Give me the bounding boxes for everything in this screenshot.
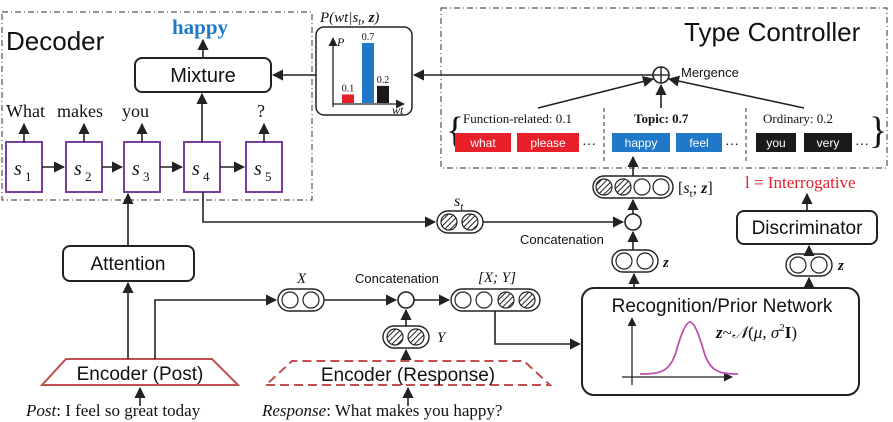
z-label-right: z — [837, 258, 844, 274]
output-word: happy — [172, 15, 229, 39]
xy-vector — [450, 288, 541, 312]
svg-text:feel: feel — [689, 136, 708, 150]
decoder-region — [1, 11, 313, 201]
st-vector — [436, 210, 484, 234]
svg-text:happy: happy — [625, 136, 658, 150]
z-vector-right — [785, 253, 833, 277]
gaussian-curve — [639, 321, 739, 375]
discriminator-label: Discriminator — [752, 218, 864, 239]
chip-happy: happy — [612, 133, 670, 152]
svg-text:you: you — [766, 136, 785, 150]
mixture-label: Mixture — [170, 65, 236, 87]
group-topic-title: Topic: 0.7 — [634, 111, 689, 126]
st-z-label: [st; z] — [678, 180, 713, 200]
dist-bar-1 — [342, 94, 354, 103]
dist-bar-label-1: 0.1 — [342, 83, 355, 94]
z-vector-left — [611, 249, 659, 273]
chip-very: very — [804, 133, 852, 152]
st-z-vector — [592, 175, 674, 199]
svg-text:please: please — [530, 136, 566, 150]
latent-label: z~𝒩(μ, σ2I) — [715, 322, 797, 342]
x-vector — [277, 288, 325, 312]
svg-text:···: ··· — [582, 135, 596, 151]
state-s4: s 4 — [183, 141, 221, 193]
svg-text:1: 1 — [25, 169, 32, 184]
encoder-response-label: Encoder (Response) — [321, 365, 495, 386]
mergence-label: Mergence — [681, 65, 739, 80]
y-label: Y — [437, 330, 447, 346]
word-question: ? — [257, 101, 265, 121]
svg-text:s: s — [14, 158, 22, 180]
group-function-title: Function-related: 0.1 — [463, 111, 572, 126]
z-label-left: z — [662, 255, 669, 271]
distribution-title: P(wt|st, z) — [319, 10, 379, 28]
type-controller-title: Type Controller — [684, 17, 861, 47]
xy-label: [X; Y] — [478, 270, 516, 286]
post-text: Post: I feel so great today — [25, 401, 201, 420]
svg-text:s: s — [192, 158, 200, 180]
dist-bar-3 — [377, 85, 389, 103]
recognition-label: Recognition/Prior Network — [612, 296, 833, 317]
svg-text:what: what — [469, 136, 496, 150]
group-ordinary-title: Ordinary: 0.2 — [763, 111, 833, 126]
chip-feel: feel — [676, 133, 722, 152]
concat-upper-label: Concatenation — [520, 232, 604, 247]
state-s1: s 1 — [5, 141, 43, 193]
word-makes: makes — [57, 101, 103, 121]
concat-node-lower — [397, 291, 415, 309]
svg-text:5: 5 — [265, 169, 272, 184]
word-what: What — [6, 101, 45, 121]
y-vector — [382, 325, 430, 349]
dist-bar-label-2: 0.7 — [362, 32, 375, 43]
state-s5: s 5 — [245, 141, 283, 193]
svg-text:}: } — [869, 110, 887, 152]
attention-label: Attention — [91, 254, 166, 275]
svg-text:3: 3 — [143, 169, 150, 184]
svg-text:···: ··· — [855, 135, 869, 151]
type-controller-region — [440, 7, 888, 169]
recognition-box — [581, 287, 860, 396]
dist-y-label: P — [336, 35, 345, 49]
encoder-post-label: Encoder (Post) — [77, 364, 204, 385]
st-label: st — [454, 193, 464, 213]
svg-text:4: 4 — [203, 169, 210, 184]
x-label: X — [296, 271, 307, 287]
interrogative-label: l = Interrogative — [745, 173, 856, 192]
dist-bar-2 — [362, 43, 374, 103]
state-s3: s 3 — [123, 141, 161, 193]
svg-text:very: very — [817, 136, 840, 150]
dist-x-label: wt — [392, 103, 404, 117]
svg-text:2: 2 — [85, 169, 92, 184]
state-s2: s 2 — [65, 141, 103, 193]
chip-what: what — [455, 133, 511, 152]
dist-bar-label-3: 0.2 — [377, 75, 390, 86]
chip-you: you — [756, 133, 796, 152]
svg-text:s: s — [254, 158, 262, 180]
response-text: Response: What makes you happy? — [261, 401, 502, 420]
decoder-title: Decoder — [6, 26, 105, 56]
svg-text:s: s — [132, 158, 140, 180]
svg-text:···: ··· — [725, 135, 739, 151]
concat-lower-label: Concatenation — [355, 271, 439, 286]
word-you: you — [122, 101, 149, 121]
encoder-response-shape — [263, 360, 553, 386]
encoder-post-shape — [39, 358, 241, 386]
svg-text:s: s — [74, 158, 82, 180]
concat-node-upper — [624, 213, 642, 231]
chip-please: please — [517, 133, 579, 152]
